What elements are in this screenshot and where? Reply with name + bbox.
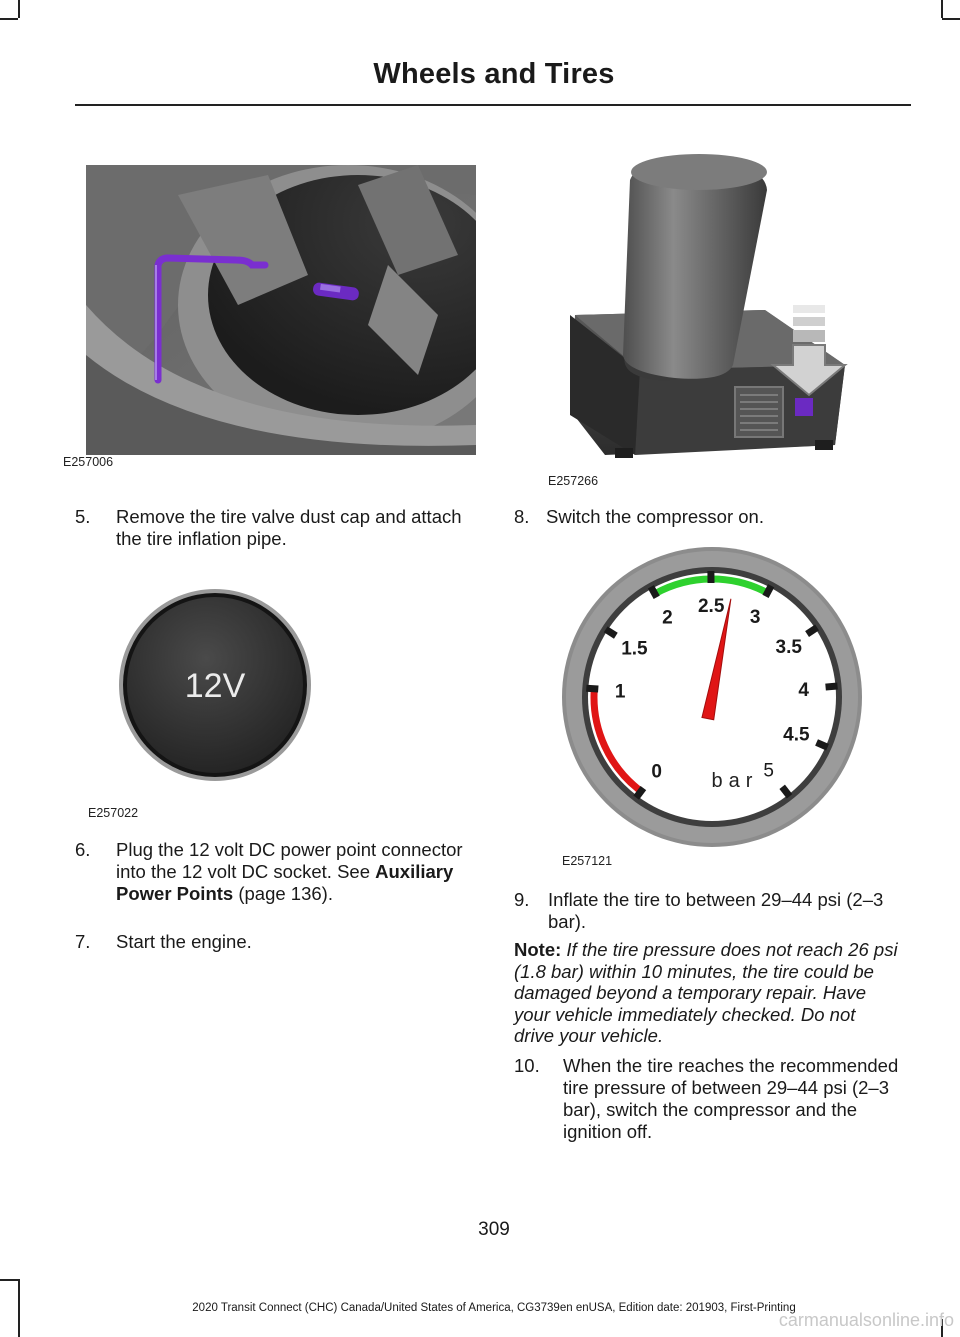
crop-mark xyxy=(942,18,960,20)
gauge-figure-code: E257121 xyxy=(562,854,613,868)
gauge-figure: 0 1 1.5 2 2.5 3 3.5 4 4.5 5 bar xyxy=(560,545,865,850)
note-text: If the tire pressure does not reach 26 p… xyxy=(514,939,898,1046)
watermark: carmanualsonline.info xyxy=(778,1310,954,1330)
socket-figure-code: E257022 xyxy=(88,806,139,820)
valve-figure-code: E257006 xyxy=(63,455,114,469)
gauge-tick xyxy=(825,682,838,691)
gauge-tick xyxy=(586,684,599,693)
gauge-tick xyxy=(805,624,820,637)
page-title: Wheels and Tires xyxy=(373,58,615,90)
crop-mark xyxy=(0,18,18,20)
gauge-tick xyxy=(633,785,647,800)
header-rule xyxy=(75,104,911,106)
step-text: Plug the 12 volt DC power point connecto… xyxy=(116,839,466,905)
gauge-red-zone xyxy=(590,688,644,795)
footer-text: 2020 Transit Connect (CHC) Canada/United… xyxy=(192,1302,796,1314)
gauge-tick xyxy=(647,585,660,599)
note-label: Note: xyxy=(514,939,562,960)
gauge-tick-label: 3.5 xyxy=(776,637,803,658)
gauge-tick-label: 3 xyxy=(750,607,761,628)
gauge-tick xyxy=(815,739,829,751)
gauge-tick-label: 5 xyxy=(763,760,774,781)
step-text-a: Plug the 12 volt DC power point connecto… xyxy=(116,839,463,882)
step-text-b: (page 136). xyxy=(233,883,333,904)
gauge-tick-label: 2.5 xyxy=(698,596,725,617)
step-number: 7. xyxy=(75,931,91,952)
gauge-tick-label: 4.5 xyxy=(783,725,810,746)
gauge-tick-label: 4 xyxy=(798,680,809,701)
gauge-tick xyxy=(603,626,618,639)
gauge-tick-label: 2 xyxy=(662,608,673,629)
valve-figure xyxy=(58,155,476,475)
page-number: 309 xyxy=(478,1219,510,1240)
step-text: Switch the compressor on. xyxy=(546,506,764,527)
gauge-tick-label: 1 xyxy=(615,682,626,703)
gauge-tick-label: 0 xyxy=(651,761,662,782)
gauge-needle xyxy=(701,598,732,721)
crop-mark xyxy=(941,1319,943,1337)
step-text: When the tire reaches the recommended ti… xyxy=(563,1055,899,1142)
gauge-unit: bar xyxy=(712,770,759,792)
gauge-tick xyxy=(762,584,775,598)
crop-mark xyxy=(18,0,20,18)
step-number: 5. xyxy=(75,506,91,527)
socket-label: 12V xyxy=(185,667,246,705)
step-number: 6. xyxy=(75,839,91,860)
crop-mark xyxy=(0,1279,18,1281)
socket-figure: 12V xyxy=(115,585,315,785)
crop-mark xyxy=(941,0,943,18)
crop-mark xyxy=(18,1279,20,1337)
compressor-figure-code: E257266 xyxy=(548,474,599,488)
gauge-tick xyxy=(779,784,793,799)
gauge-tick-label: 1.5 xyxy=(621,639,648,660)
step-number: 9. xyxy=(514,889,530,910)
step-number: 8. xyxy=(514,506,530,527)
cross-reference-link[interactable]: Auxiliary Power Points xyxy=(116,861,454,904)
step-number: 10. xyxy=(514,1055,540,1076)
note-block: Note: If the tire pressure does not reac… xyxy=(514,939,899,1047)
step-text: Inflate the tire to between 29–44 psi (2… xyxy=(548,889,884,932)
step-text: Remove the tire valve dust cap and attac… xyxy=(116,506,462,549)
step-text: Start the engine. xyxy=(116,931,252,952)
compressor-figure xyxy=(545,150,875,490)
